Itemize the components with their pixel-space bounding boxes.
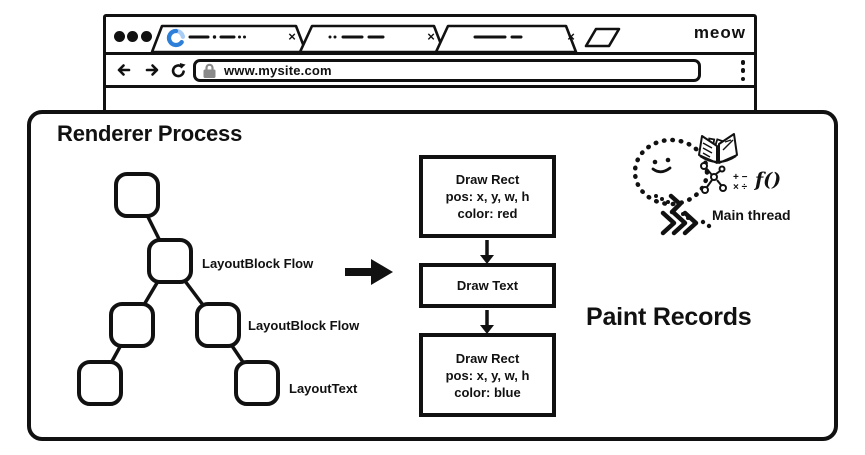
open-book-icon — [698, 133, 738, 164]
tab-close-button[interactable]: × — [288, 29, 296, 44]
tab-title-scribble — [188, 35, 246, 39]
function-doodle-icon: f() — [753, 169, 781, 191]
renderer-process-box: + − × ÷ f() — [27, 110, 838, 441]
new-tab-button[interactable] — [584, 27, 621, 48]
smiley-face-icon — [651, 157, 672, 174]
layout-tree-node — [234, 360, 280, 406]
chevron-icon — [668, 193, 683, 215]
tab-2[interactable] — [298, 24, 446, 52]
svg-text:+ −: + − — [733, 172, 748, 183]
layout-tree-node — [109, 302, 155, 348]
brand-label: meow — [693, 23, 746, 42]
math-symbols-icon: + − × ÷ — [733, 172, 748, 193]
layout-tree-node — [147, 238, 193, 284]
triple-chevron-icon — [660, 210, 699, 236]
main-thread-label: Main thread — [712, 207, 791, 223]
reload-icon[interactable] — [170, 62, 187, 79]
window-button-icon[interactable] — [113, 30, 125, 42]
loading-spinner-icon — [166, 28, 186, 48]
tab-close-button[interactable]: × — [427, 29, 435, 44]
paint-record-box: Draw Rect pos: x, y, w, h color: blue — [419, 333, 556, 417]
tab-3[interactable] — [434, 24, 578, 52]
address-bar: www.mysite.com — [106, 55, 754, 88]
tree-node-label: LayoutBlock Flow — [202, 256, 314, 271]
window-button-icon[interactable] — [127, 30, 138, 42]
url-text: www.mysite.com — [224, 63, 332, 78]
tree-node-label: LayoutText — [289, 381, 358, 396]
lock-icon — [203, 63, 216, 78]
tree-graph-icon — [700, 162, 727, 194]
transform-arrow-icon — [345, 259, 393, 285]
tab-close-button[interactable]: × — [567, 29, 575, 44]
paint-record-box: Draw Rect pos: x, y, w, h color: red — [419, 155, 556, 238]
browser-window: × × × meow www.mysite.com — [103, 14, 757, 114]
paint-record-box: Draw Text — [419, 263, 556, 308]
url-field[interactable]: www.mysite.com — [193, 59, 701, 82]
tree-node-label: LayoutBlock Flow — [248, 318, 360, 333]
main-thread-doodle: + − × ÷ f() — [632, 133, 781, 236]
window-button-icon[interactable] — [140, 30, 152, 42]
tree-edges — [98, 193, 259, 385]
forward-arrow-icon[interactable] — [145, 62, 161, 78]
tabs-graphic — [150, 24, 621, 52]
tab-title-scribble — [328, 35, 385, 39]
layout-tree-node — [77, 360, 123, 406]
thought-bubble-icon — [632, 137, 710, 207]
kebab-menu-icon[interactable] — [740, 60, 746, 81]
layout-tree-node — [195, 302, 241, 348]
back-arrow-icon[interactable] — [115, 62, 131, 78]
flow-arrow-icon — [480, 310, 494, 334]
tab-1[interactable] — [150, 24, 308, 52]
paint-records-caption: Paint Records — [586, 303, 752, 331]
tab-strip: × × × meow — [106, 17, 754, 55]
renderer-process-title: Renderer Process — [57, 121, 243, 146]
layout-tree-node — [114, 172, 160, 218]
svg-text:× ÷: × ÷ — [733, 182, 748, 193]
flow-arrow-icon — [480, 240, 494, 264]
